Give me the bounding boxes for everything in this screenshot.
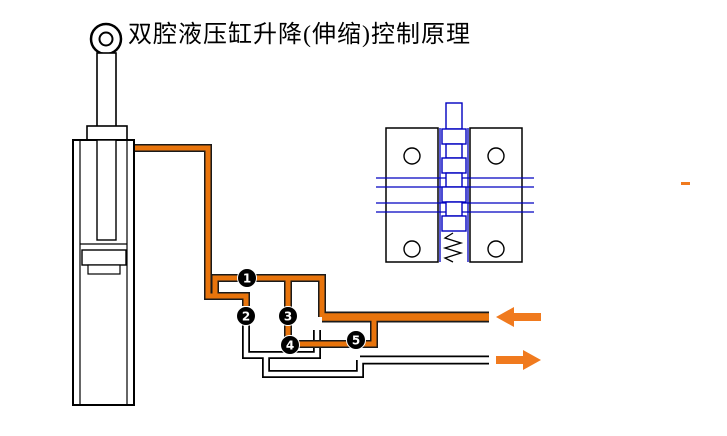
valve-dot xyxy=(237,268,257,288)
piston-seal xyxy=(87,264,121,275)
spool-neck xyxy=(445,201,463,217)
cylinder-gland xyxy=(86,125,128,141)
bolt-hole xyxy=(403,240,421,258)
valve-nodes: 1 2 3 4 5 xyxy=(236,268,366,355)
valve-number: 3 xyxy=(284,310,292,324)
valve-number: 4 xyxy=(286,339,294,353)
pressure-pipe-outline xyxy=(133,144,250,306)
hydraulic-cylinder xyxy=(72,22,135,406)
valve-spool xyxy=(441,102,467,232)
valve-node-5: 5 xyxy=(346,330,366,350)
rod-eye-inner xyxy=(98,31,114,47)
valve-number: 1 xyxy=(243,272,251,286)
valve-dot xyxy=(278,306,298,326)
valve-dot xyxy=(236,306,256,326)
spool-neck xyxy=(445,172,463,188)
diagram-title: 双腔液压缸升降(伸缩)控制原理 xyxy=(128,22,471,48)
valve-dot xyxy=(280,335,300,355)
valve-node-2: 2 xyxy=(236,306,256,326)
spool-land xyxy=(441,186,467,203)
spool-land xyxy=(441,128,467,145)
bolt-hole xyxy=(403,147,421,165)
stray-mark xyxy=(681,182,690,185)
bolt-hole xyxy=(487,147,505,165)
return-pipe-core xyxy=(263,355,363,377)
spool-land xyxy=(441,157,467,174)
spool-neck xyxy=(445,143,463,159)
valve-dot xyxy=(346,330,366,350)
return-pipes xyxy=(242,325,489,378)
inlet-arrow-icon xyxy=(496,307,541,327)
bolt-hole xyxy=(487,240,505,258)
pressure-pipe xyxy=(212,275,325,317)
piston-rod xyxy=(96,52,117,129)
spool-stem xyxy=(445,102,463,130)
directional-valve-block xyxy=(376,102,534,263)
pressure-pipe xyxy=(133,145,249,306)
valve-number: 5 xyxy=(352,334,360,348)
valve-node-1: 1 xyxy=(237,268,257,288)
valve-node-4: 4 xyxy=(280,335,300,355)
pressure-pipe xyxy=(288,318,377,347)
piston xyxy=(81,249,127,266)
outlet-arrow-icon xyxy=(496,350,541,370)
pressure-pipes xyxy=(133,144,489,348)
spring-icon xyxy=(442,232,464,263)
rod-inside xyxy=(96,139,117,241)
valve-number: 2 xyxy=(242,310,250,324)
spool-land xyxy=(441,215,467,232)
valve-node-3: 3 xyxy=(278,306,298,326)
